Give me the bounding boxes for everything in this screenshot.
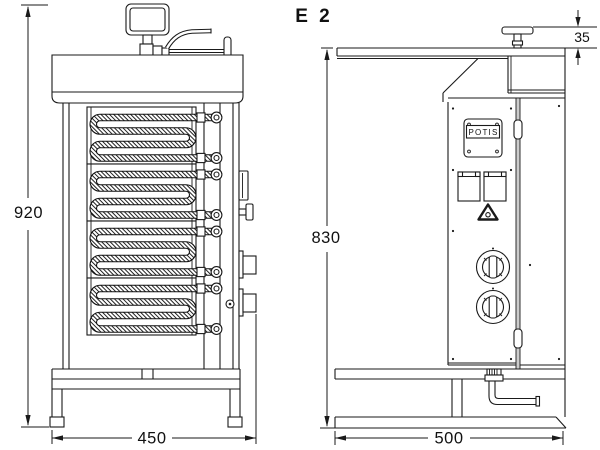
arrow-down-icon: [324, 416, 330, 427]
dimension-side-height: 830: [311, 47, 340, 429]
heater-section-3: [87, 221, 222, 278]
dimension-front-height: 920: [14, 4, 49, 428]
side-view: 830 35: [311, 10, 597, 448]
heater-section-2: [87, 164, 222, 221]
dim-500-label: 500: [434, 430, 463, 448]
heater-section-1: [87, 107, 222, 164]
control-knob-2-side: [242, 293, 257, 313]
front-side-controls: [225, 170, 257, 317]
igniter-button: [245, 203, 254, 221]
brand-plate-label: POTIS: [468, 128, 498, 137]
dim-35-label: 35: [574, 29, 590, 45]
control-knob-2: [475, 287, 511, 325]
gas-flame-icon: [477, 203, 499, 221]
heater-elements: [87, 107, 222, 335]
top-arm: [336, 47, 565, 102]
stand: [49, 368, 243, 428]
arrow-left-icon: [335, 435, 346, 441]
knob-1-flange: [238, 250, 244, 279]
gas-pipe: [484, 368, 541, 407]
hinge-top: [513, 119, 523, 140]
knob-2-flange: [238, 288, 244, 317]
dim-450-label: 450: [137, 430, 166, 448]
dimension-front-width: 450: [51, 314, 257, 448]
side-control-knobs: [475, 247, 511, 325]
junction-boxes: [457, 171, 507, 202]
pipe-nut: [484, 374, 504, 382]
heater-section-4: [87, 278, 222, 335]
arrow-up-icon: [25, 6, 31, 17]
arrow-up-icon: [324, 49, 330, 60]
control-knob-1: [475, 247, 511, 285]
arrow-right-icon: [245, 435, 256, 441]
top-plate: [51, 54, 244, 104]
skewer-top-handle: [501, 26, 534, 49]
arrow-down-icon: [25, 415, 31, 426]
junction-box-2: [483, 171, 507, 202]
arrow-right-icon: [552, 435, 563, 441]
dim-830-label: 830: [311, 229, 340, 247]
arrow-up-icon: [575, 48, 581, 58]
dim-920-label: 920: [14, 204, 43, 222]
side-body: [447, 48, 566, 417]
junction-box-1: [457, 171, 481, 202]
arrow-down-icon: [575, 17, 581, 27]
door-handle: [238, 170, 249, 201]
hinge-bottom: [513, 328, 523, 349]
front-view: 920: [14, 3, 257, 448]
foot-right: [227, 416, 243, 428]
dimension-handle-height: 35: [533, 10, 597, 65]
igniter-button-stem: [238, 208, 247, 216]
foot-left: [49, 416, 65, 428]
dimension-side-width: 500: [334, 430, 564, 448]
drawing-title: E 2: [295, 6, 333, 27]
side-base: [334, 368, 567, 429]
arrow-left-icon: [52, 435, 63, 441]
control-knob-1-side: [242, 255, 257, 275]
brand-plate: POTIS: [463, 118, 503, 158]
handwheel-bar: [501, 26, 534, 35]
